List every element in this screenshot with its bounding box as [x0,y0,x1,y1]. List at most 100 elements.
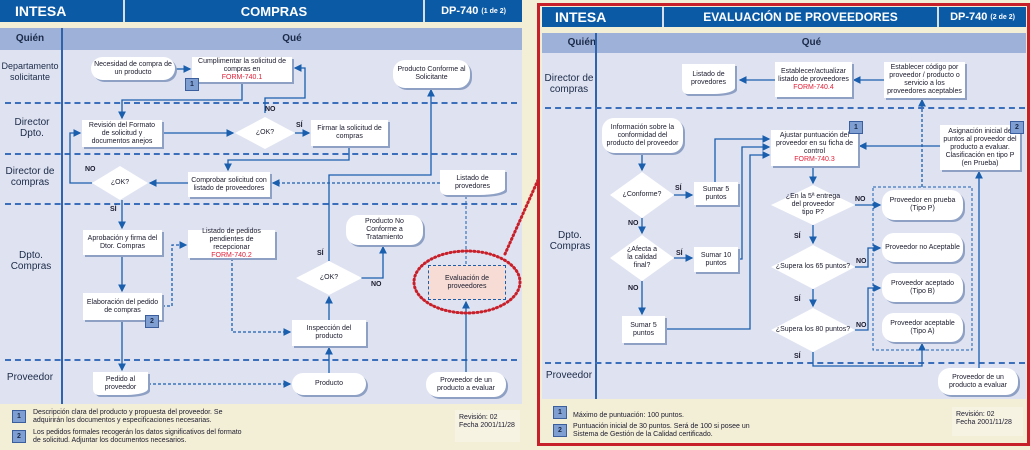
arrow [264,64,306,113]
decision-affects-quality: ¿Afecta a la calidad final? [610,235,674,281]
revision: Revisión: 02 [459,414,498,421]
decision-ok-2: ¿OK? [92,166,148,200]
note-badge: 1 [849,121,863,134]
type-a-node: Proveedor aceptable (Tipo A) [882,313,963,342]
no-label: NO [265,106,276,113]
arrow [812,342,926,367]
lane-label: Proveedor [545,370,593,381]
footnote: Máximo de puntuación: 100 puntos. [573,412,684,419]
who-header: Quién [567,37,596,48]
arrow [224,146,350,172]
lane-divider [5,153,517,155]
decision-ok-3: ¿OK? [296,261,362,295]
sign-request-node: Firmar la solicitud de compras [311,120,388,146]
lane-divider [545,362,1025,364]
lane-label: Proveedor [6,372,54,383]
not-acceptable-node: Proveedor no Aceptable [882,233,963,262]
what-header: Qué [282,33,302,44]
decision-over-80: ¿Supera los 80 puntos? [771,308,855,352]
note-badge: 1 [553,406,567,419]
highlight-ellipse [412,249,522,315]
no-label: NO [855,196,866,203]
decision-text: ¿Supera los 65 puntos? [775,263,851,270]
pending-orders-node: Listado de pedidos pendientes de recepci… [188,228,275,259]
set-code-node: Establecer código por proveedor / produc… [884,62,965,98]
supplier-order-doc: Pedido al proveedor [93,372,148,395]
page-title: EVALUACIÓN DE PROVEEDORES [664,7,939,27]
product-node: Producto [292,373,366,395]
right-column-divider [595,33,597,399]
need-purchase-node: Necesidad de compra de un producto [91,57,175,80]
update-list-node: Establecer/actualizar listado de proveed… [775,62,852,97]
lane-divider [545,107,1025,109]
note-badge: 2 [12,430,26,443]
add-5-points-node: Sumar 5 puntos [694,182,738,205]
page-title: COMPRAS [125,0,425,22]
arrow [361,245,387,279]
conformity-info-node: Información sobre la conformidad del pro… [602,118,683,153]
arrow [855,284,882,331]
arrow [328,88,435,261]
decision-fifth-delivery: ¿En la 5ª entrega del proveedor tipo P? [771,185,855,225]
decision-text: ¿En la 5ª entrega del proveedor tipo P? [785,193,841,216]
arrow [665,151,771,330]
no-label: NO [856,258,867,265]
initial-assignment-node: Asignación inicial de puntos al proveedo… [940,125,1020,170]
lane-label: Director de compras [544,73,594,95]
arrow [714,135,771,182]
decision-over-65: ¿Supera los 65 puntos? [771,245,855,289]
right-header: INTESA EVALUACIÓN DE PROVEEDORES DP-740 … [542,7,1026,27]
yes-label: SÍ [675,185,682,192]
brand-logo: INTESA [0,0,125,22]
footnote: Descripción clara del producto y propues… [33,409,223,424]
node-text: Listado de pedidos pendientes de recepci… [202,228,261,251]
arrow [162,241,188,307]
revision-date: Fecha 2001/11/28 [459,422,515,429]
page-number: (1 de 2) [481,7,506,15]
arrow [855,244,882,268]
form-link: FORM-740.3 [794,156,835,163]
yes-label: SÍ [110,206,117,213]
supplier-to-evaluate-node: Proveedor de un producto a evaluar [426,372,506,397]
decision-text: ¿Afecta a la calidad final? [627,246,657,269]
no-label: NO [371,281,382,288]
left-header: INTESA COMPRAS DP-740 (1 de 2) [0,0,522,22]
note-badge: 1 [12,410,26,423]
left-column-divider [61,28,63,404]
lane-label: Dpto. Compras [10,250,52,272]
suppliers-list-doc: Listado de provedores [440,170,505,195]
supplier-evaluation-node[interactable]: Evaluación de proveedores [428,265,506,300]
no-label: NO [628,285,639,292]
review-format-node: Revisión del Formato de solicitud y docu… [82,120,162,147]
lane-label: Director de compras [5,166,55,188]
revision: Revisión: 02 [956,411,995,418]
type-p-node: Proveedor en prueba (Tipo P) [882,190,963,220]
decision-text: ¿Supera los 80 puntos? [775,326,851,333]
note-badge: 2 [1010,121,1024,134]
yes-label: SÍ [794,353,801,360]
form-link: FORM-740.4 [793,83,834,91]
decision-text: ¿OK? [110,179,130,186]
doc-code: DP-740 [950,11,988,23]
form-link: FORM-740.2 [211,252,252,259]
lane-label: Dpto. Compras [549,230,591,252]
adjust-score-node: Ajustar puntuación del proveedor en su f… [771,130,858,166]
highlight-link [503,178,540,256]
what-header: Qué [801,37,822,48]
page-number: (2 de 2) [990,13,1015,21]
doc-code: DP-740 [441,5,479,17]
supplier-types-group [872,186,973,351]
approval-node: Aprobación y firma del Dtor. Compras [83,230,162,255]
no-label: NO [628,220,639,227]
footnote: Los pedidos formales recogerán los datos… [33,429,242,444]
nonconforming-product-node: Producto No Conforme a Tratamiento [346,215,423,245]
add-5-points-node: Sumar 5 puntos [622,316,665,343]
yes-label: SÍ [676,250,683,257]
yes-label: SÍ [794,233,801,240]
yes-label: SÍ [794,296,801,303]
decision-conforme: ¿Conforme? [610,172,674,218]
brand-logo: INTESA [542,7,664,27]
